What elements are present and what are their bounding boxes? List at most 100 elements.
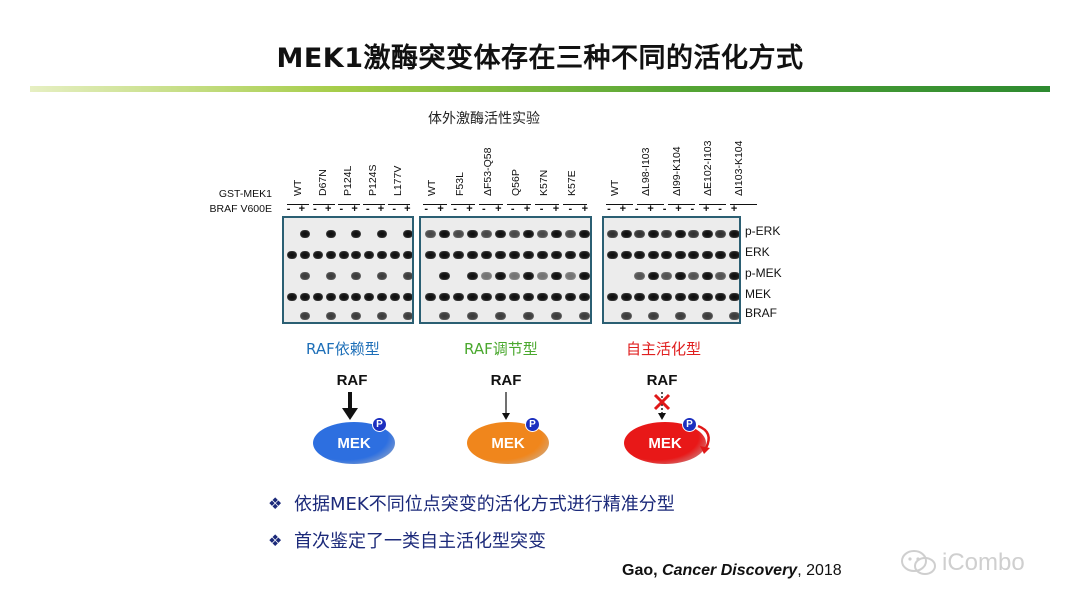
plus-sign: + (675, 203, 682, 215)
blot-band (688, 272, 699, 280)
blot-band (607, 251, 618, 259)
lane-label: Q56P (510, 169, 522, 196)
minus-sign: - (539, 203, 544, 215)
blot-band (565, 272, 577, 280)
blot-band (389, 251, 400, 259)
minus-sign: - (392, 203, 397, 215)
blot-band (674, 230, 686, 238)
blot-band (647, 251, 659, 259)
blot-band (351, 293, 362, 301)
blot-band (494, 272, 506, 280)
blot-band (701, 272, 713, 280)
plus-sign: + (466, 203, 473, 215)
blot-band (424, 251, 436, 259)
blot-band (523, 272, 535, 280)
blot-band (480, 272, 492, 280)
blot-band (438, 230, 450, 238)
blot-band (634, 272, 645, 280)
phospho-badge-icon: P (372, 417, 387, 432)
citation-author: Gao, (622, 562, 658, 579)
blot-band (728, 312, 739, 320)
blot-band (494, 312, 506, 320)
lane-label: ΔF53-Q58 (482, 147, 494, 196)
blot-band (551, 251, 563, 259)
blot-label-p-mek: p-MEK (745, 266, 782, 280)
blot-band (300, 293, 311, 301)
blot-label-braf: BRAF (745, 306, 778, 320)
blot-band (634, 293, 645, 301)
assay-title: 体外激酶活性实验 (428, 111, 540, 127)
slide-title: MEK1激酶突变体存在三种不同的活化方式 (276, 43, 804, 74)
blot-band (438, 272, 450, 280)
blot-band (313, 293, 323, 301)
minus-sign: - (365, 203, 370, 215)
plus-sign: + (703, 203, 710, 215)
blot-band (351, 272, 362, 280)
blot-band (377, 251, 387, 259)
blot-band (579, 251, 590, 259)
thin-arrow-icon (502, 392, 510, 420)
blot-band (494, 251, 506, 259)
lane-label: K57E (566, 170, 578, 196)
blot-band (579, 272, 590, 280)
blot-band (509, 293, 521, 301)
minus-sign: - (286, 203, 291, 215)
lane-label: WT (426, 179, 438, 196)
lane-label: P124S (367, 164, 379, 196)
blot-band (661, 293, 672, 301)
blot-band (688, 293, 699, 301)
minus-sign: - (482, 203, 486, 215)
blot-band (607, 230, 618, 238)
bullet-item: ❖ 首次鉴定了一类自主活化型突变 (268, 527, 546, 553)
blot-band (325, 272, 336, 280)
blot-band (647, 312, 659, 320)
blot-band (325, 293, 336, 301)
blot-band (480, 251, 492, 259)
blot-band (537, 230, 549, 238)
blot-band (523, 312, 535, 320)
raf-label: RAF (336, 372, 368, 389)
blot-band (647, 272, 659, 280)
watermark: iCombo (900, 548, 1025, 578)
blot-band (300, 272, 311, 280)
blot-band (620, 312, 632, 320)
blot-band (551, 230, 563, 238)
western-blot-panel-3 (602, 216, 741, 324)
blot-band (494, 230, 506, 238)
blot-band (452, 293, 464, 301)
plus-sign: + (730, 203, 738, 215)
blot-band (402, 312, 412, 320)
blot-band (313, 251, 323, 259)
blot-band (620, 293, 632, 301)
western-blot-panel-1 (282, 216, 414, 324)
minus-sign: - (313, 203, 317, 215)
plus-sign: + (523, 203, 531, 215)
blot-band (620, 230, 632, 238)
lane-label: F53L (454, 172, 466, 196)
blot-band (728, 293, 739, 301)
blot-band (480, 230, 492, 238)
watermark-text: iCombo (942, 549, 1025, 576)
plus-sign: + (619, 203, 627, 215)
blot-band (438, 312, 450, 320)
blot-band (377, 272, 387, 280)
blot-band (688, 230, 699, 238)
blot-band (728, 251, 739, 259)
blot-band (565, 230, 577, 238)
citation: Gao, Cancer Discovery, 2018 (622, 562, 842, 580)
blot-band (565, 251, 577, 259)
blot-band (565, 293, 577, 301)
blot-band (364, 293, 375, 301)
minus-sign: - (634, 203, 639, 215)
blot-band (402, 251, 412, 259)
bullet-text: 依据MEK不同位点突变的活化方式进行精准分型 (294, 494, 675, 515)
blot-band (480, 293, 492, 301)
blot-band (466, 312, 478, 320)
blot-band (579, 230, 590, 238)
blot-label-erk: ERK (745, 245, 770, 259)
blot-band (688, 251, 699, 259)
blot-band (338, 251, 349, 259)
blot-band (509, 230, 521, 238)
blot-band (579, 293, 590, 301)
plus-sign: + (552, 203, 560, 215)
